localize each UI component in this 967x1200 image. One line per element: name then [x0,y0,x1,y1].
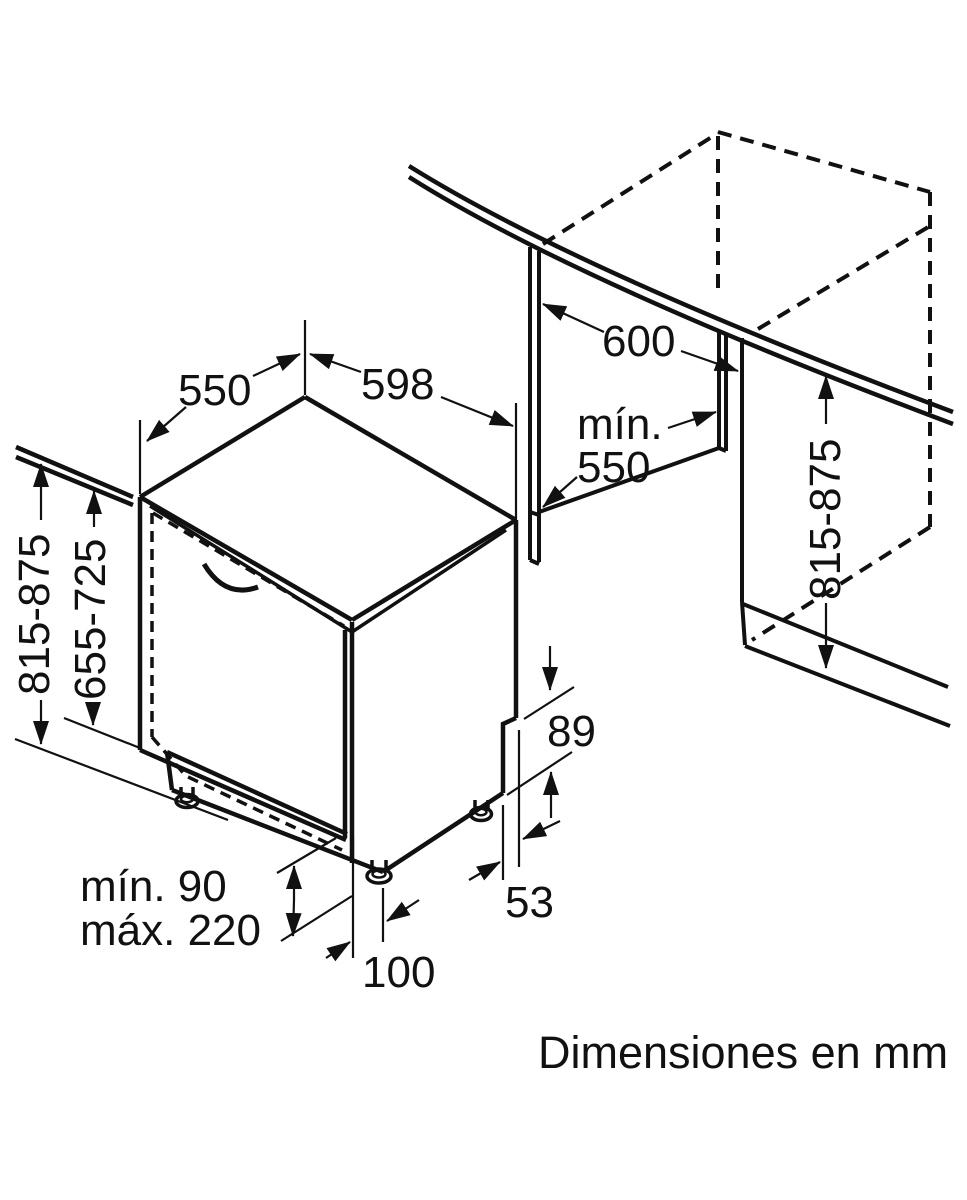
arrow-550-left [146,406,187,442]
plinth-top-edge [166,749,348,837]
arrow-100-left [325,941,351,962]
niche-top-right-edge [756,224,932,331]
countertop-left-top-edge [15,444,134,500]
niche-top-back-edge [717,130,931,194]
foot-front-corner [365,860,393,885]
countertop-bottom-edge [407,175,954,427]
right-panel-foot-edge [740,601,747,646]
top-front-left-edge [138,495,354,622]
tick-89-lower [506,751,573,796]
dim-top-width-label: 598 [361,360,434,409]
arrow-598-left [309,352,362,374]
rear-step-edge [500,715,517,793]
dim-height-inner-left-label: 655-725 [66,539,115,700]
door-handle-arc [201,562,259,593]
dimension-annotations [14,303,834,962]
niche-rear-corner-foot [718,446,727,453]
dim-height-overall-right-label: 815-875 [801,439,850,600]
units-caption: Dimensiones en mm [538,1027,948,1078]
niche-panels [528,247,951,728]
dishwasher-outline [137,395,519,875]
arrow-min550-upper [667,410,717,430]
dim-niche-depth-value-label: 550 [577,443,650,492]
top-back-right-edge [303,395,518,522]
niche-floor-edge [538,446,720,514]
dim-rear-step-depth-label: 53 [505,878,554,927]
dim-foot-to-front-label: 100 [362,948,435,997]
left-panel-bottom [529,558,540,566]
dimension-labels: 550 598 600 mín. 550 815-875 655-725 815… [10,317,948,1078]
tick-655-bottom [63,716,141,750]
bottom-right-edge [381,791,505,874]
dim-plinth-min-label: mín. 90 [80,862,227,911]
top-front-right-edge [350,518,518,622]
dim-rear-step-height-label: 89 [547,707,596,756]
countertop-left-bottom-edge [15,454,134,508]
floor-reference-line [14,737,229,822]
arrow-600-left [542,303,605,333]
door-panel-dashed-outline [150,511,345,852]
plinth-left-edge [164,751,175,791]
countertop-top-edge [407,164,954,415]
niche-bottom-right-edge [750,525,932,642]
arrow-100-right [386,899,420,922]
door-dashed-bottom [150,735,343,852]
tick-plinth-lower [280,895,353,942]
foot-rear-right [468,800,494,823]
arrow-600-right [680,349,739,373]
arrow-550-right [252,353,301,377]
arrow-min550-lower [542,476,578,508]
niche-dashed-box [541,130,932,642]
top-rim-inner [149,504,507,635]
door-dashed-top [152,511,345,628]
arrow-plinth-down [285,899,302,937]
dim-niche-depth-prefix-label: mín. [577,400,663,449]
dim-plinth-max-label: máx. 220 [80,906,261,955]
plinth-bottom-edge [171,787,384,875]
left-panel-corner-tick [529,510,540,517]
niche-top-left-edge [541,131,720,246]
dim-top-depth-label: 550 [178,366,251,415]
arrow-53-left [468,861,501,881]
base-band-bottom-edge [744,644,951,728]
dim-niche-width-label: 600 [602,317,675,366]
dim-height-overall-left-label: 815-875 [10,534,59,695]
arrow-598-right [440,395,514,428]
tick-89-upper [523,686,575,720]
top-back-left-edge [138,395,307,499]
door-bottom-edge [139,747,347,843]
arrow-53-right [522,820,561,840]
base-band-top-edge [742,602,949,689]
